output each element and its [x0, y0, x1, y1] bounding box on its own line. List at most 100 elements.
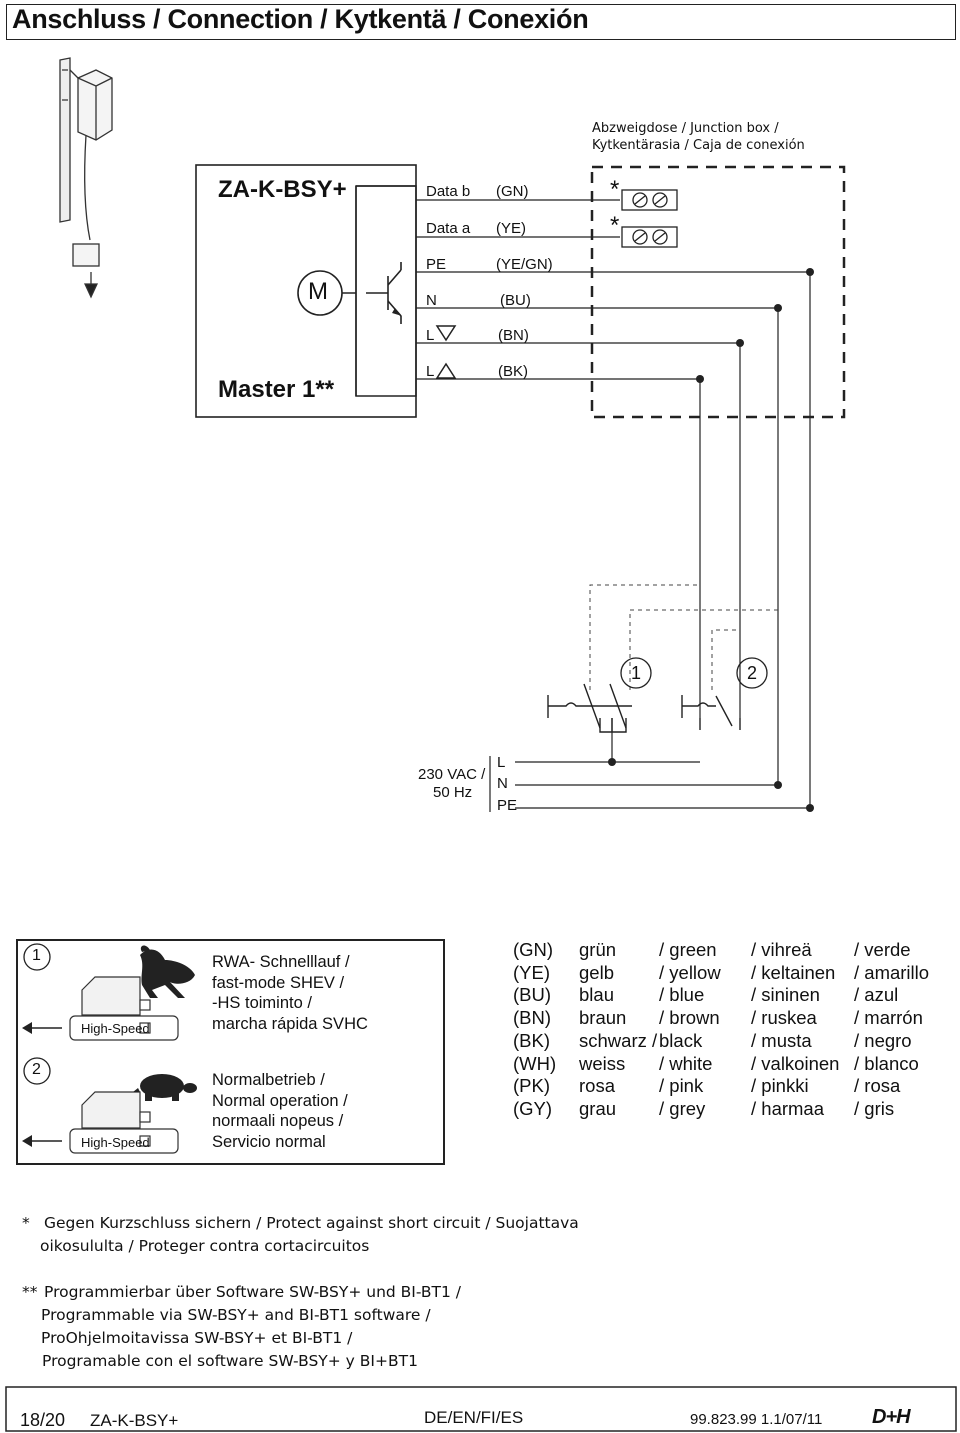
color-cell: / brown — [659, 1007, 720, 1029]
color-cell: (YE) — [513, 961, 550, 983]
color-cell: / negro — [854, 1029, 912, 1051]
terminal-name: Data b — [426, 183, 471, 200]
page-title: Anschluss / Connection / Kytkentä / Cone… — [12, 4, 589, 34]
terminal-name: N — [426, 292, 437, 309]
color-cell: / harmaa — [751, 1097, 825, 1119]
note-line: Programable con el software SW-BSY+ y BI… — [42, 1352, 418, 1370]
color-cell: / white — [659, 1052, 713, 1074]
mode-line: fast-mode SHEV / — [212, 973, 345, 992]
color-cell: (PK) — [513, 1075, 550, 1097]
color-cell: grün — [579, 939, 617, 960]
title-frame — [6, 4, 956, 40]
switch-number: 1 — [631, 663, 642, 683]
wire-code: (BN) — [498, 327, 529, 344]
mode-number: 1 — [32, 947, 41, 964]
color-cell: / valkoinen — [751, 1052, 840, 1074]
wire-code: (YE) — [496, 220, 526, 237]
color-cell: / pinkki — [751, 1075, 809, 1097]
note-mark: ** — [22, 1283, 38, 1301]
mode-line: Normalbetrieb / — [212, 1071, 325, 1089]
terminal-name: PE — [426, 256, 447, 273]
mode-line: RWA- Schnelllauf / — [212, 953, 350, 971]
color-cell: grau — [579, 1097, 617, 1119]
rabbit-icon — [140, 945, 195, 998]
turtle-icon — [133, 1074, 197, 1101]
color-cell: (BK) — [513, 1029, 550, 1051]
color-cell: / yellow — [659, 961, 721, 983]
note-line: ** Programmierbar über Software SW-BSY+ u… — [22, 1281, 461, 1304]
color-cell: / vihreä — [751, 939, 812, 960]
terminal-name: Data a — [426, 220, 471, 237]
fuse-mark: * — [610, 176, 620, 203]
note-text: Gegen Kurzschluss sichern / Protect agai… — [44, 1214, 579, 1232]
color-cell: / ruskea — [751, 1007, 817, 1029]
mode-number: 2 — [32, 1061, 41, 1078]
color-row: (BU) blau / blue / sininen / azul — [513, 984, 944, 1007]
mode-line: -HS toiminto / — [212, 994, 312, 1012]
color-cell: / verde — [854, 939, 911, 960]
wire-code: (BU) — [500, 292, 531, 309]
color-row: (GN) grün / green / vihreä / verde — [513, 939, 944, 962]
color-cell: / grey — [659, 1097, 706, 1119]
color-row: (PK)rosa/ pink/ pinkki/ rosa — [513, 1075, 944, 1098]
switch-number: 2 — [747, 663, 758, 683]
color-cell: / blanco — [854, 1052, 919, 1074]
color-row: (WH) weiss / white / valkoinen / blanco — [513, 1053, 944, 1076]
mode-badge: High-Speed — [81, 1021, 150, 1036]
mode-line: normaali nopeus / — [212, 1112, 344, 1130]
color-cell: / pink — [659, 1075, 704, 1097]
terminal-name: L — [426, 327, 435, 344]
color-legend-table: (GN) grün / green / vihreä / verde (YE) gelb / … — [513, 939, 944, 1121]
color-cell: / azul — [854, 984, 899, 1006]
junction-box-label: Kytkentärasia / Caja de conexión — [592, 138, 805, 153]
color-cell: (BU) — [513, 984, 552, 1006]
footer-model: ZA-K-BSY+ — [90, 1411, 179, 1430]
color-row: (BN)braun/ brown/ ruskea/ marrón — [513, 1007, 944, 1030]
note-text: Programmierbar über Software SW-BSY+ und… — [44, 1283, 462, 1301]
fuse-mark: * — [610, 212, 620, 239]
note-line: oikosululta / Proteger contra cortacircu… — [40, 1237, 370, 1255]
color-cell: / gris — [854, 1097, 895, 1119]
color-row: (BK)schwarz /black/ musta/ negro — [513, 1030, 944, 1053]
wire-code: (YE/GN) — [496, 256, 553, 273]
note-line: ProOhjelmoitavissa SW-BSY+ et BI-BT1 / — [41, 1329, 353, 1347]
color-cell: / blue — [659, 984, 705, 1006]
note-line: *Gegen Kurzschluss sichern / Protect aga… — [22, 1212, 579, 1235]
color-cell: rosa — [579, 1075, 615, 1097]
color-cell: / marrón — [854, 1007, 923, 1029]
footer-languages: DE/EN/FI/ES — [424, 1408, 524, 1427]
note-2: ** Programmierbar über Software SW-BSY+ u… — [22, 1281, 461, 1373]
color-cell: / sininen — [751, 984, 820, 1006]
device-model: ZA-K-BSY+ — [218, 176, 347, 203]
color-cell: (WH) — [513, 1052, 557, 1074]
device-role: Master 1** — [218, 376, 335, 403]
note-1: *Gegen Kurzschluss sichern / Protect aga… — [22, 1212, 579, 1258]
footer-docnum: 99.823.99 1.1/07/11 — [690, 1411, 823, 1428]
color-cell: blau — [579, 984, 614, 1006]
actuator-illustration — [59, 57, 113, 299]
terminal-name: L — [426, 363, 435, 380]
supply-l: L — [497, 754, 506, 771]
color-cell: gelb — [579, 961, 614, 983]
color-cell: / green — [659, 939, 717, 960]
footer-page: 18/20 — [20, 1410, 66, 1430]
mode-line: Servicio normal — [212, 1132, 326, 1151]
color-cell: black — [659, 1029, 703, 1051]
supply-pe: PE — [497, 797, 518, 814]
supply-frequency: 50 Hz — [433, 784, 473, 801]
mode-line: marcha rápida SVHC — [212, 1014, 368, 1033]
color-cell: (GN) — [513, 939, 554, 960]
color-row: (GY) grau / grey / harmaa / gris — [513, 1098, 944, 1121]
mode-line: Normal operation / — [212, 1091, 348, 1110]
wire-code: (GN) — [496, 183, 529, 200]
motor-label: M — [308, 278, 328, 305]
color-cell: / keltainen — [751, 961, 836, 983]
logo: D+H — [872, 1406, 911, 1428]
color-cell: / amarillo — [854, 961, 930, 983]
mode-description-2: Normalbetrieb / Normal operation / norma… — [212, 1070, 348, 1152]
color-cell: / musta — [751, 1029, 812, 1051]
mode-badge: High-Speed — [81, 1135, 150, 1150]
color-cell: weiss — [579, 1052, 626, 1074]
color-cell: (GY) — [513, 1097, 553, 1119]
